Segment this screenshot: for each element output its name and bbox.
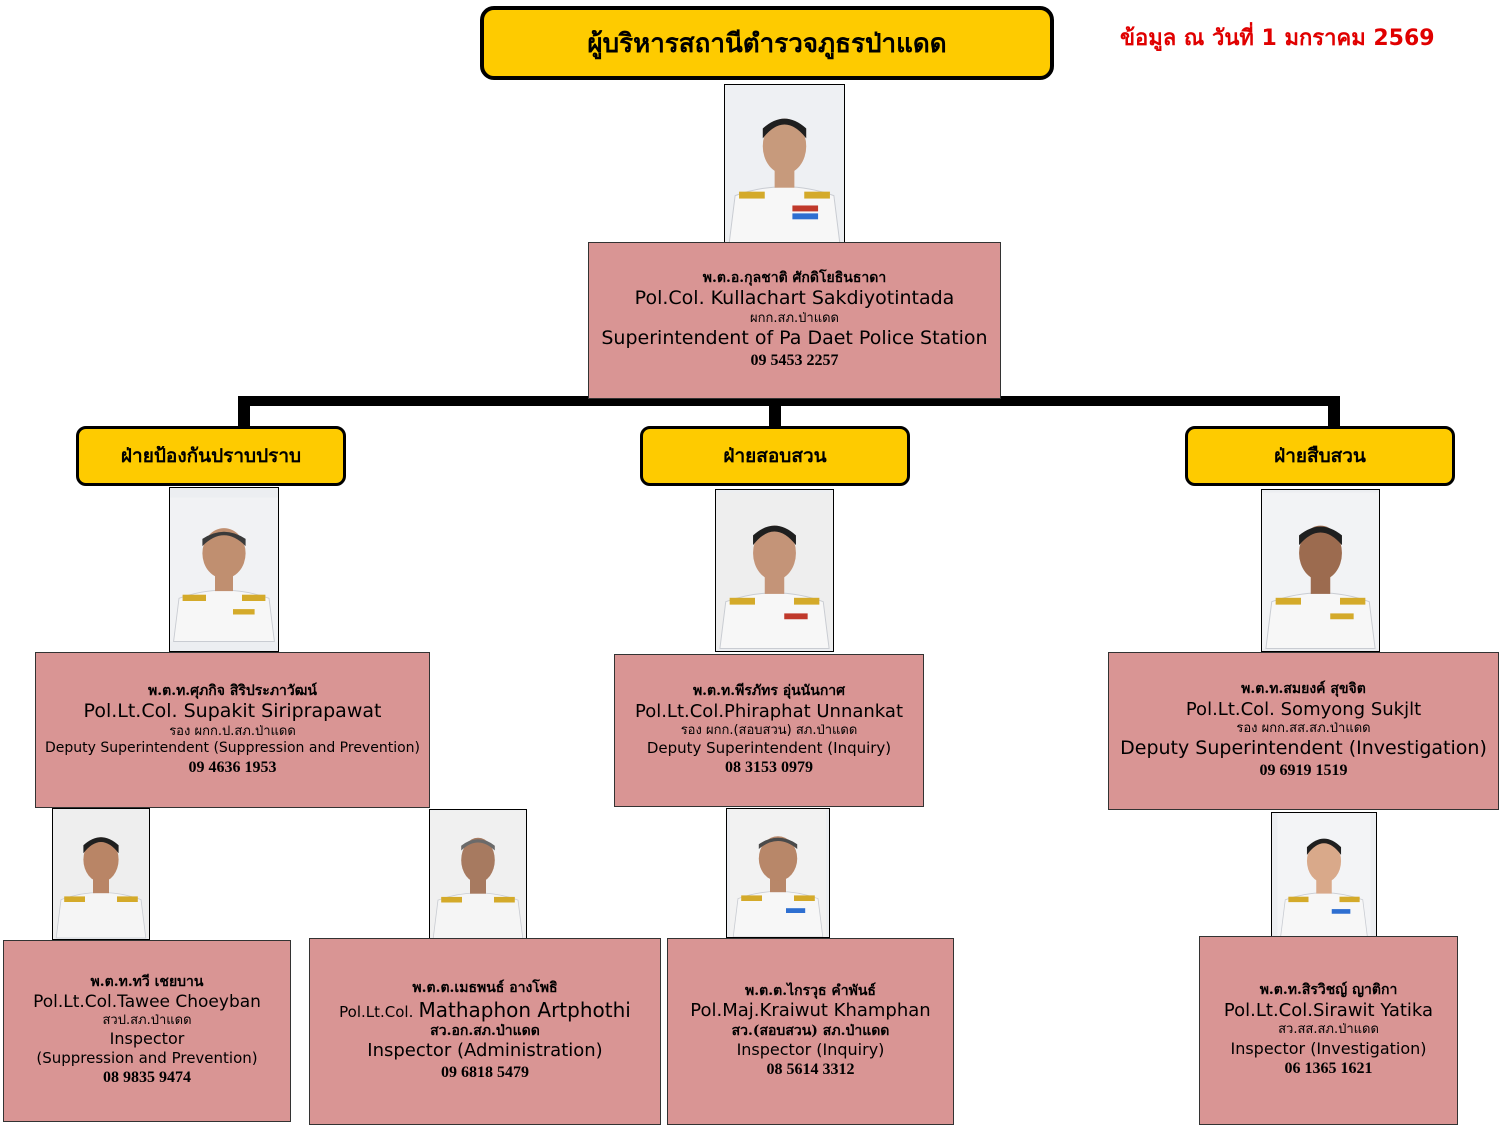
deputy-investigation-position-en: Deputy Superintendent (Investigation) [1120,737,1487,760]
superintendent-name-th: พ.ต.อ.กุลชาติ ศักดิโยธินธาดา [702,269,887,286]
deputy-investigation-photo [1261,489,1380,652]
deputy-investigation-name-th: พ.ต.ท.สมยงค์ สุขจิต [1241,681,1366,697]
inspector-mathaphon-name-en-line: Pol.Lt.Col. Mathaphon Artphothi [339,998,631,1023]
inspector-mathaphon-name-prefix: Pol.Lt.Col. [339,1002,414,1021]
deputy-suppression-position-en: Deputy Superintendent (Suppression and P… [45,740,420,756]
deputy-inquiry-name-th: พ.ต.ท.พีรภัทร อุ่นนันกาศ [692,683,846,699]
inspector-kraiwut-position-th: สว.(สอบสวน) สภ.ป่าแดด [731,1022,890,1039]
superintendent-position-en: Superintendent of Pa Daet Police Station [601,327,988,350]
officer-portrait-icon [53,810,149,939]
inspector-mathaphon-phone: 09 6818 5479 [441,1063,529,1081]
connector-left-drop [238,396,250,426]
deputy-investigation-position-th: รอง ผกก.สส.สภ.ป่าแดด [1236,721,1371,736]
deputy-inquiry-photo [715,489,834,652]
deputy-suppression-phone: 09 4636 1953 [188,758,277,776]
connector-horizontal [238,396,1340,406]
inspector-tawee-position-en-2: (Suppression and Prevention) [36,1049,258,1068]
deputy-suppression-position-th: รอง ผกก.ป.สภ.ป่าแดด [169,723,296,739]
deputy-suppression-card: พ.ต.ท.ศุภกิจ สิริประภาวัฒน์ Pol.Lt.Col. … [35,652,430,808]
superintendent-position-th: ผกก.สภ.ป่าแดด [750,311,839,327]
deputy-inquiry-position-en: Deputy Superintendent (Inquiry) [646,739,892,758]
dept-suppression-header: ฝ่ายป้องกันปราบปราบ [76,426,346,486]
inspector-kraiwut-photo [726,808,830,938]
inspector-tawee-name-en: Pol.Lt.Col.Tawee Choeyban [33,991,261,1012]
inspector-tawee-position-th: สวป.สภ.ป่าแดด [102,1012,192,1028]
deputy-inquiry-card: พ.ต.ท.พีรภัทร อุ่นนันกาศ Pol.Lt.Col.Phir… [614,654,924,807]
inspector-mathaphon-name-en: Mathaphon Artphothi [418,997,631,1022]
deputy-inquiry-phone: 08 3153 0979 [725,759,813,776]
inspector-mathaphon-photo [429,809,527,940]
inspector-tawee-name-th: พ.ต.ท.ทวี เชยบาน [90,974,204,991]
inspector-sirawit-position-th: สว.สส.สภ.ป่าแดด [1278,1022,1379,1038]
connector-right-drop [1328,396,1340,426]
inspector-tawee-photo [52,808,150,940]
inspector-kraiwut-position-en: Inspector (Inquiry) [736,1040,885,1060]
inspector-mathaphon-name-th: พ.ต.ต.เมธพนธ์ อางโพธิ [412,980,558,997]
inspector-sirawit-name-th: พ.ต.ท.สิรวิชญ์ ญาติกา [1259,982,1398,999]
inspector-kraiwut-name-en: Pol.Maj.Kraiwut Khamphan [690,1000,931,1022]
inspector-sirawit-name-en: Pol.Lt.Col.Sirawit Yatika [1223,999,1434,1021]
superintendent-card: พ.ต.อ.กุลชาติ ศักดิโยธินธาดา Pol.Col. Ku… [588,242,1001,399]
inspector-kraiwut-name-th: พ.ต.ต.ไกรวุธ คำพันธ์ [745,982,876,999]
officer-portrait-icon [170,497,278,642]
deputy-suppression-photo [169,487,279,652]
officer-portrait-icon [430,810,526,939]
inspector-sirawit-position-en: Inspector (Investigation) [1230,1038,1427,1058]
deputy-investigation-phone: 09 6919 1519 [1259,762,1348,779]
dept-inquiry-header: ฝ่ายสอบสวน [640,426,910,486]
connector-center-drop [769,396,781,426]
org-chart-title: ผู้บริหารสถานีตำรวจภูธรป่าแดด [480,6,1054,80]
superintendent-photo [724,84,845,244]
inspector-sirawit-phone: 06 1365 1621 [1284,1059,1373,1077]
officer-portrait-icon [716,492,833,649]
deputy-suppression-name-en: Pol.Lt.Col. Supakit Siriprapawat [83,700,382,722]
inspector-mathaphon-position-th: สว.อก.สภ.ป่าแดด [430,1022,540,1039]
deputy-investigation-name-en: Pol.Lt.Col. Somyong Sukjlt [1185,698,1422,720]
deputy-suppression-name-th: พ.ต.ท.ศุภกิจ สิริประภาวัฒน์ [148,682,317,699]
officer-portrait-icon [1262,492,1379,649]
deputy-inquiry-name-en: Pol.Lt.Col.Phiraphat Unnankat [634,700,904,722]
officer-portrait-icon [725,85,844,243]
officer-portrait-icon [730,809,826,937]
inspector-kraiwut-card: พ.ต.ต.ไกรวุธ คำพันธ์ Pol.Maj.Kraiwut Kha… [667,938,954,1125]
inspector-mathaphon-card: พ.ต.ต.เมธพนธ์ อางโพธิ Pol.Lt.Col. Mathap… [309,938,661,1125]
inspector-tawee-phone: 08 9835 9474 [103,1068,191,1086]
inspector-sirawit-photo [1271,812,1377,938]
inspector-tawee-position-en-1: Inspector [109,1029,185,1049]
deputy-inquiry-position-th: รอง ผกก.(สอบสวน) สภ.ป่าแดด [680,723,858,738]
superintendent-phone: 09 5453 2257 [750,352,839,370]
dept-investigation-header: ฝ่ายสืบสวน [1185,426,1455,486]
officer-portrait-icon [1277,813,1371,937]
inspector-sirawit-card: พ.ต.ท.สิรวิชญ์ ญาติกา Pol.Lt.Col.Sirawit… [1199,936,1458,1125]
inspector-mathaphon-position-en: Inspector (Administration) [367,1040,603,1062]
superintendent-name-en: Pol.Col. Kullachart Sakdiyotintada [634,287,955,310]
deputy-investigation-card: พ.ต.ท.สมยงค์ สุขจิต Pol.Lt.Col. Somyong … [1108,652,1499,810]
inspector-tawee-card: พ.ต.ท.ทวี เชยบาน Pol.Lt.Col.Tawee Choeyb… [3,940,291,1122]
inspector-kraiwut-phone: 08 5614 3312 [766,1061,855,1079]
data-as-of-date: ข้อมูล ณ วันที่ 1 มกราคม 2569 [1120,26,1435,51]
